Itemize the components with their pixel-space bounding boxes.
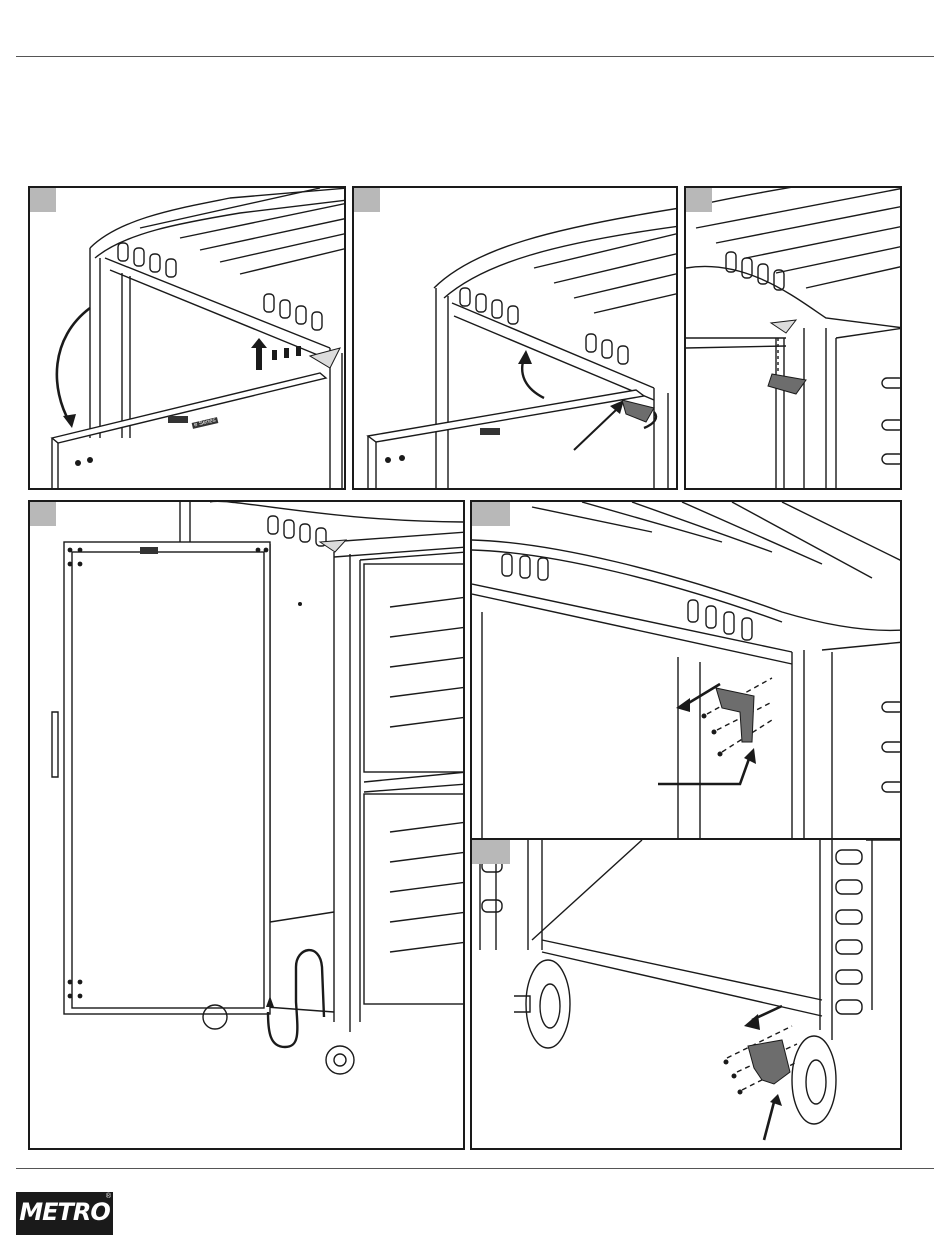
step-6-number-box (472, 840, 510, 864)
step-6-panel (470, 838, 902, 1150)
step-4-panel (28, 500, 465, 1150)
footer-rule (16, 1168, 934, 1169)
step-6-illustration (472, 840, 902, 1150)
step-2-number-box (354, 188, 380, 212)
step-2-panel (352, 186, 678, 490)
registered-mark: ® (106, 1193, 111, 1200)
step-1-number-box (30, 188, 56, 212)
step-1-illustration (30, 188, 346, 490)
step-1-panel: e Series (28, 186, 346, 490)
metro-logo: METRO ® (16, 1192, 113, 1235)
header-rule (16, 56, 934, 57)
metro-logo-text: METRO (16, 1198, 113, 1226)
step-4-number-box (30, 502, 56, 526)
step-3-panel (684, 186, 902, 490)
step-2-illustration (354, 188, 678, 490)
step-5-panel (470, 500, 902, 842)
step-5-number-box (472, 502, 510, 526)
step-3-illustration (686, 188, 902, 490)
step-5-illustration (472, 502, 902, 842)
step-3-number-box (686, 188, 712, 212)
step-4-illustration (30, 502, 465, 1150)
